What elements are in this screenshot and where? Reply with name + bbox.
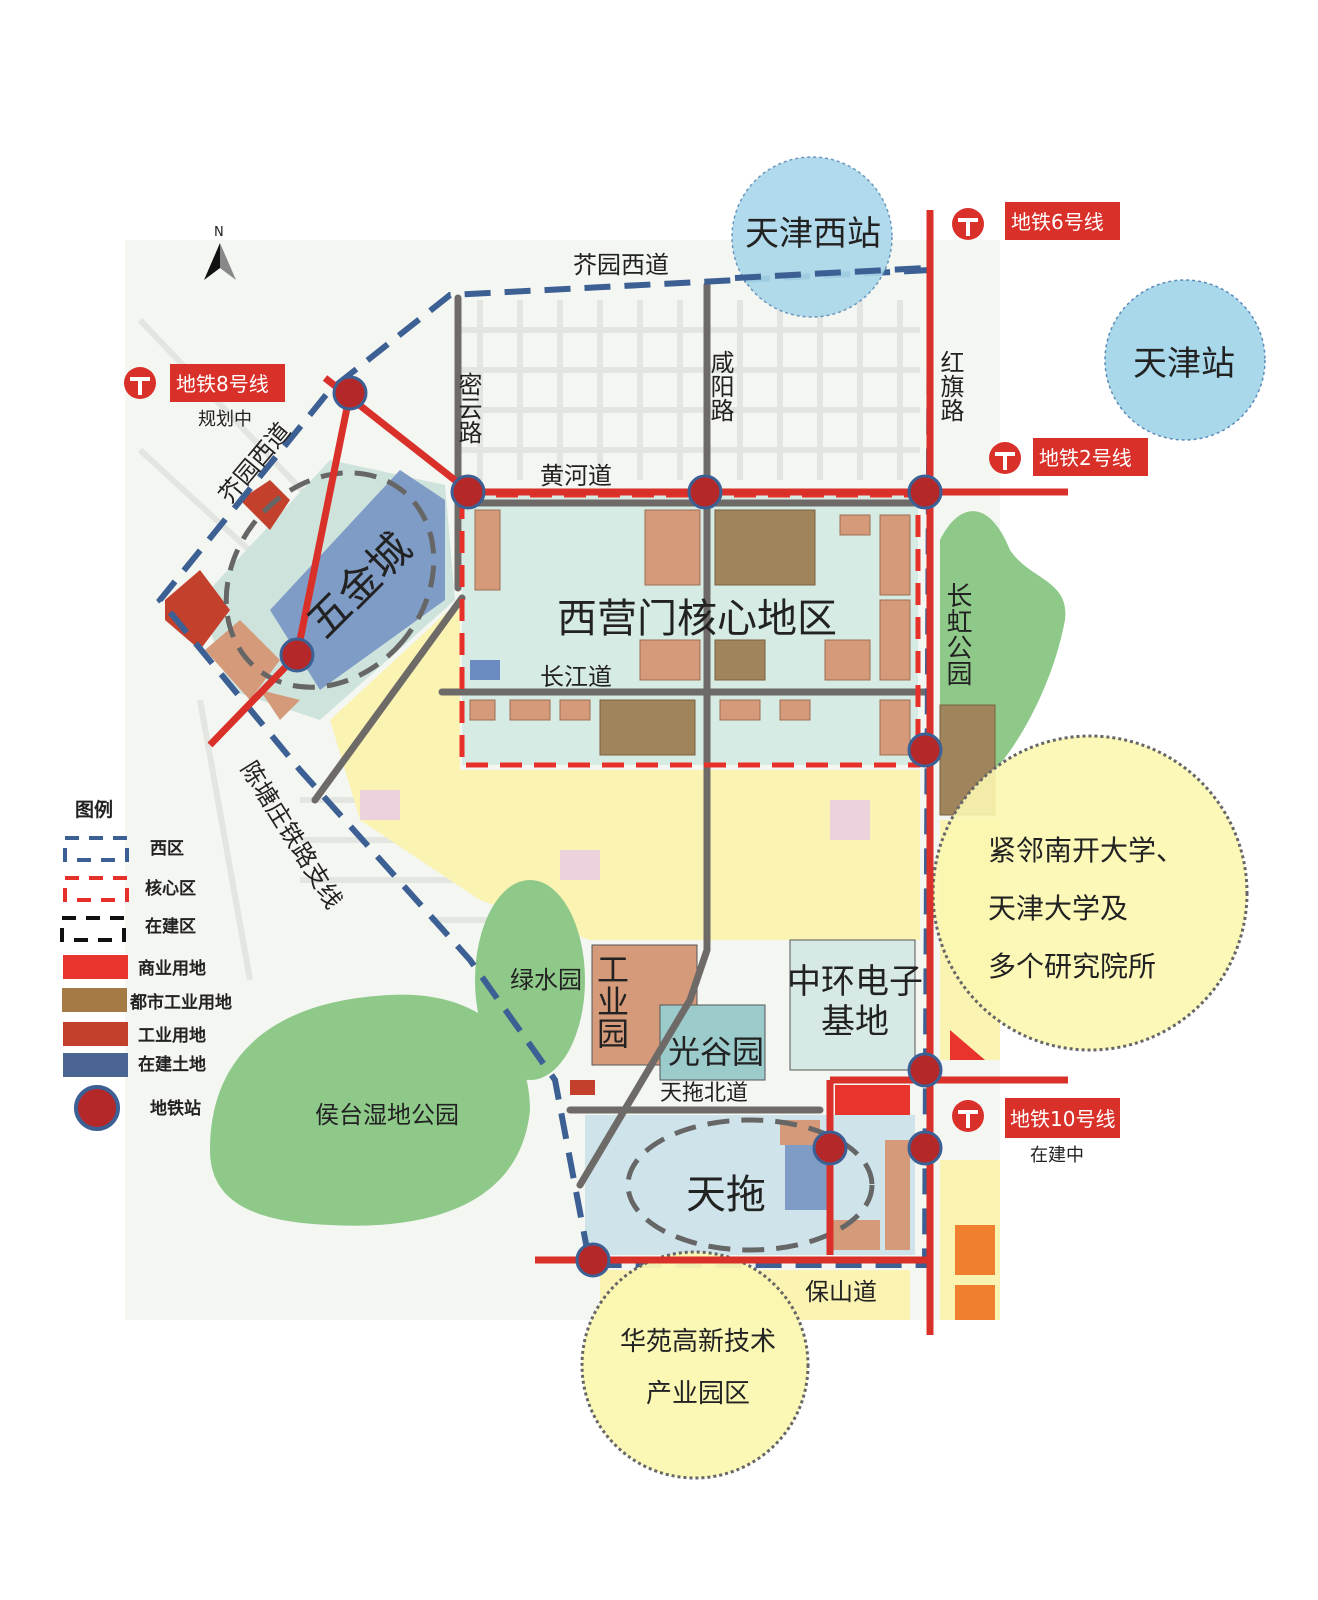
area-label-guanggu: 光谷园: [668, 1033, 764, 1071]
metro-station: [575, 1242, 611, 1278]
metro-logo-icon: [124, 367, 156, 399]
legend-swatch-industrial: [63, 1022, 128, 1046]
legend-swatch-construction: [60, 916, 126, 942]
lvshui-park: [475, 880, 585, 1080]
metro-line-10: [826, 1076, 1068, 1255]
road-label: 咸阳路: [706, 350, 734, 422]
metro-logo-icon: [989, 442, 1021, 474]
construction-zone-wujincheng: [223, 470, 437, 690]
commercial-blocks: [570, 1030, 995, 1320]
metro-station: [907, 1130, 943, 1166]
legend-swatch-under-construction: [63, 1053, 128, 1077]
road-label: 保山道: [805, 1278, 877, 1306]
metro-station: [279, 637, 315, 673]
construction-block: [470, 660, 500, 680]
road-label: 黄河道: [540, 462, 612, 490]
svg-text:地铁站: 地铁站: [150, 1098, 201, 1119]
tianjin-west-station-label: 天津西站: [745, 214, 881, 254]
road-label: 芥园西道: [573, 251, 669, 279]
road-label: 长江道: [540, 663, 612, 691]
svg-text:地铁8号线: 地铁8号线: [176, 372, 269, 396]
mixed-land: [360, 790, 870, 880]
metro-tag-line10: 地铁10号线 在建中: [952, 1098, 1120, 1166]
industrial-blocks: [469, 509, 911, 756]
svg-text:在建土地: 在建土地: [138, 1054, 206, 1075]
metro-tag-line6: 地铁6号线: [952, 202, 1120, 240]
svg-text:地铁2号线: 地铁2号线: [1039, 446, 1132, 470]
metro-stations: [279, 375, 943, 1278]
callout-line: 产业园区: [646, 1379, 750, 1409]
svg-text:规划中: 规划中: [198, 409, 252, 430]
tianjin-station-label: 天津站: [1133, 344, 1235, 384]
area-label-houtai: 侯台湿地公园: [315, 1101, 459, 1129]
svg-text:核心区: 核心区: [145, 878, 196, 899]
callout-line: 紧邻南开大学、: [988, 834, 1184, 867]
urban-industrial-blocks: [599, 509, 996, 816]
legend-swatch-core: [63, 876, 129, 902]
metro-tag-line2: 地铁2号线: [989, 438, 1148, 476]
legend-swatch-urban-industrial: [62, 988, 127, 1012]
svg-text:N: N: [214, 225, 224, 240]
houtai-park: [210, 994, 530, 1226]
metro-logo-icon: [952, 1100, 984, 1132]
metro-tag-line8: 地铁8号线 规划中: [124, 364, 285, 430]
callout-line: 华苑高新技术: [620, 1327, 776, 1357]
tianjin-station-circle: [1104, 279, 1266, 441]
area-label-changhong: 长虹公园: [942, 582, 972, 686]
road-label: 天拖北道: [660, 1081, 748, 1106]
legend-station-icon: [74, 1085, 120, 1131]
legend-title: 图例: [75, 798, 113, 821]
area-label-zhonghuan: 中环电子基地: [787, 962, 923, 1042]
area-label-lvshui: 绿水园: [510, 966, 582, 994]
north-arrow-icon: N: [204, 225, 236, 280]
metro-logo-icon: [952, 208, 984, 240]
metro-station: [907, 474, 943, 510]
legend-swatch-west: [63, 836, 129, 862]
svg-text:商业用地: 商业用地: [138, 958, 206, 979]
svg-text:在建区: 在建区: [145, 916, 196, 937]
road-label: 密云路: [454, 372, 482, 444]
tianjin-west-station-circle: [731, 156, 893, 318]
road-label: 红旗路: [936, 350, 964, 422]
svg-text:在建中: 在建中: [1030, 1145, 1084, 1166]
metro-station: [687, 474, 723, 510]
svg-text:西区: 西区: [150, 839, 184, 859]
west-zone-boundary: [156, 267, 933, 1268]
west-zone-boundary-top: [734, 265, 926, 281]
callout-line: 天津大学及: [988, 892, 1128, 925]
construction-zone-tiantuo: [625, 1117, 875, 1253]
huayuan-callout-circle: [580, 1250, 810, 1480]
wujincheng-construction: [270, 470, 445, 690]
area-label-core: 西营门核心地区: [557, 596, 837, 642]
svg-text:地铁10号线: 地铁10号线: [1010, 1107, 1115, 1131]
callout-line: 多个研究院所: [988, 950, 1156, 983]
svg-text:地铁6号线: 地铁6号线: [1011, 210, 1104, 234]
wujincheng-blocks: [205, 620, 300, 720]
svg-text:工业用地: 工业用地: [138, 1025, 206, 1046]
svg-text:都市工业用地: 都市工业用地: [129, 992, 232, 1013]
tiantuo-blocks: [780, 1120, 910, 1250]
legend: 图例 西区 核心区 在建区 商业用地 都市工业用地 工业用地 在建土地 地铁站: [60, 798, 232, 1131]
legend-swatch-commercial: [63, 955, 128, 979]
area-label-industrial-park: 工业园: [592, 953, 630, 1049]
metro-station: [812, 1130, 848, 1166]
metro-station: [907, 732, 943, 768]
area-label-tiantuo: 天拖: [686, 1172, 766, 1218]
metro-station: [907, 1052, 943, 1088]
metro-station: [450, 474, 486, 510]
metro-station: [332, 375, 368, 411]
zhonghuan-area: [789, 939, 916, 1071]
